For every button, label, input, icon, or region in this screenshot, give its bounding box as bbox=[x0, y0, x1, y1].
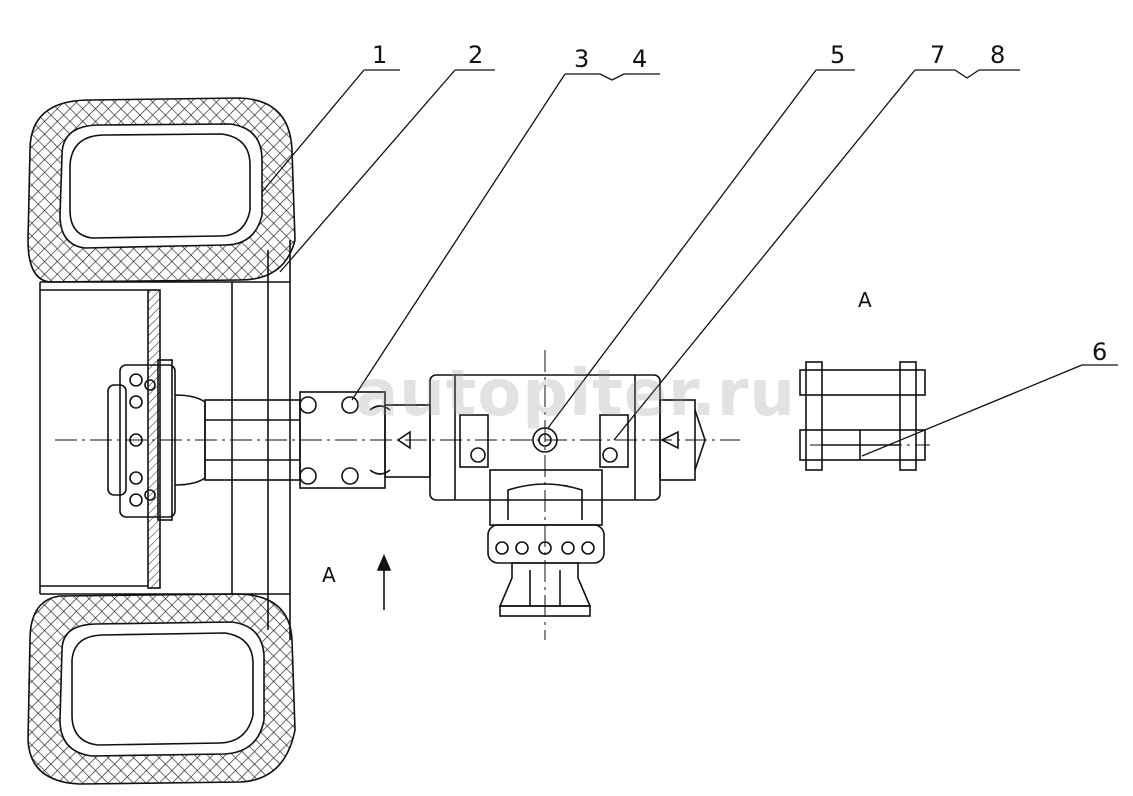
watermark-text: autopiter.ru bbox=[355, 357, 796, 431]
section-arrow-a bbox=[376, 553, 392, 610]
callout-4: 4 bbox=[632, 45, 648, 73]
detail-label-a: A bbox=[858, 288, 872, 312]
callout-6: 6 bbox=[1092, 338, 1108, 366]
section-label-a: A bbox=[322, 563, 336, 587]
callout-2: 2 bbox=[468, 41, 484, 69]
wheel-rim bbox=[39, 240, 291, 640]
callout-3: 3 bbox=[574, 45, 590, 73]
callout-5: 5 bbox=[830, 41, 846, 69]
tire-lower-section bbox=[27, 593, 296, 785]
callout-1: 1 bbox=[372, 41, 388, 69]
leader-lines bbox=[261, 69, 1118, 457]
detail-a-part-6 bbox=[799, 361, 926, 471]
callout-8: 8 bbox=[990, 41, 1006, 69]
callout-7: 7 bbox=[930, 41, 946, 69]
centre-lines bbox=[55, 350, 930, 640]
tire-upper-section bbox=[27, 97, 296, 283]
